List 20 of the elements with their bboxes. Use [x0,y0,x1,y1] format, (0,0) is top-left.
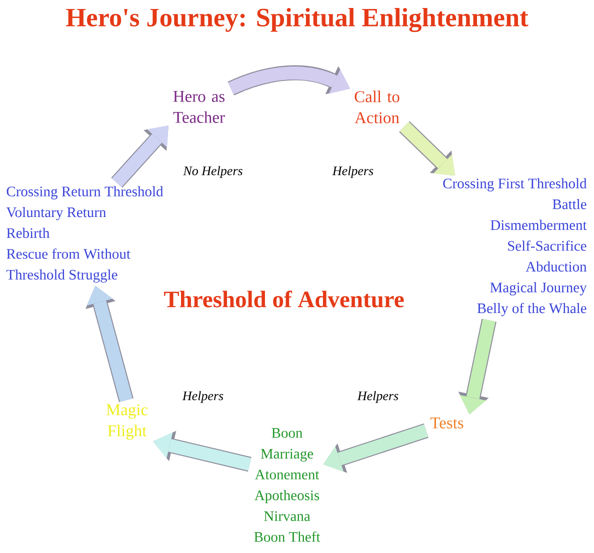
block-arrow [458,318,496,414]
stage-list: Crossing Return Threshold Voluntary Return Rebirth Rescue from Without Threshold Struggle [6,186,164,283]
note-label: No Helpers [183,166,242,178]
block-arrow [86,286,134,402]
block-arrow [323,423,428,473]
stage-list: Boon Marriage Atonement Apotheosis Nirvana Boon Theft [254,428,320,542]
stage-label: Hero as Teacher [173,91,225,123]
title: Hero's Journey: Spiritual Enlightenment [66,8,528,32]
stage-label: Tests [430,418,464,428]
block-arrow [399,121,455,176]
note-label: Helpers [332,166,374,178]
stage-list: Crossing First Threshold Battle Dismemberment Self-Sacrifice Abduction Magical Journey Belly of the Whale [443,178,587,316]
stage-label: Magic Flight [106,404,148,440]
block-arrow [228,65,350,96]
center-heading: Threshold of Adventure [164,290,404,308]
block-arrow [153,430,252,472]
block-arrow [111,126,168,188]
stage-label: Call to Action [354,90,400,124]
note-label: Helpers [357,391,398,403]
note-label: Helpers [182,391,224,403]
